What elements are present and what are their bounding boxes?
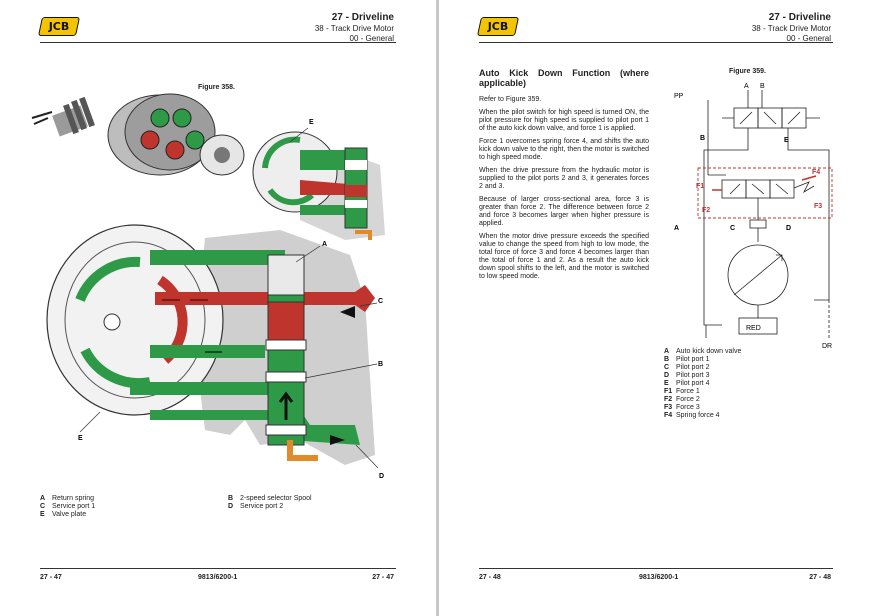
label-f3: F3 [814,203,822,210]
section-title: Auto Kick Down Function (where applicabl… [479,68,649,88]
label-a-top: A [744,83,749,90]
right-page: JCB 27 - Driveline 38 - Track Drive Moto… [439,0,873,616]
label-c: C [378,298,383,305]
header-divider [479,42,833,43]
label-a: A [322,241,327,248]
valve-plate-small [252,131,372,240]
flow-arrow-icon [330,435,345,445]
footer-page-left: 27 - 47 [40,574,62,581]
paragraph: Refer to Figure 359. [479,96,542,103]
paragraph: When the pilot switch for high speed is … [479,109,649,132]
footer-divider [40,568,396,569]
jcb-logo: JCB [476,17,520,36]
header-section: 00 - General [786,34,831,43]
label-e-bottom: E [78,435,83,442]
label-f2: F2 [702,207,710,214]
hydraulic-schematic: PP A B B E F1 F2 F4 F3 A C D RED DR [674,83,833,350]
label-c: C [730,225,735,232]
figure-title: Figure 358. [198,84,235,91]
header-title: 27 - Driveline [768,12,831,23]
page-header: 27 - Driveline 38 - Track Drive Motor 00… [315,12,394,44]
footer-doc-number: 9813/6200-1 [639,574,679,581]
header-title: 27 - Driveline [331,12,394,23]
label-e-top: E [309,119,314,126]
label-b-top: B [760,83,765,90]
footer-doc-number: 9813/6200-1 [198,574,238,581]
figure-title: Figure 359. [729,68,766,75]
motor-illustration: E A C B D E [31,93,385,480]
paragraph: When the drive pressure from the hydraul… [479,167,649,190]
paragraph: When the motor drive pressure exceeds th… [479,233,649,280]
oil-passages [130,250,375,445]
page-header: 27 - Driveline 38 - Track Drive Motor 00… [752,12,831,44]
selector-spool [265,254,318,461]
label-red: RED [746,325,761,332]
left-page: JCB 27 - Driveline 38 - Track Drive Moto… [0,0,436,616]
label-d: D [379,473,384,480]
motor-exploded-view [31,93,245,176]
paragraph: Force 1 overcomes spring force 4, and sh… [479,138,649,161]
footer-page-right: 27 - 48 [809,574,831,581]
footer-divider [479,568,833,569]
header-subtitle: 38 - Track Drive Motor [314,24,394,33]
paragraph: Because of larger cross-sectional area, … [479,196,649,227]
label-b: B [700,135,705,142]
header-subtitle: 38 - Track Drive Motor [751,24,831,33]
label-f4: F4 [812,169,820,176]
header-section: 00 - General [349,34,394,43]
label-f1: F1 [696,183,704,190]
footer-page-right: 27 - 47 [372,574,394,581]
label-e: E [784,137,789,144]
label-d: D [786,225,791,232]
header-divider [40,42,396,43]
label-dr: DR [822,343,832,350]
label-a: A [674,225,679,232]
flow-arrow-icon [340,306,355,318]
body-text: Refer to Figure 359. When the pilot swit… [479,96,649,286]
footer-page-left: 27 - 48 [479,574,501,581]
label-pp: PP [674,93,684,100]
page-spine [436,0,439,616]
label-b: B [378,361,383,368]
